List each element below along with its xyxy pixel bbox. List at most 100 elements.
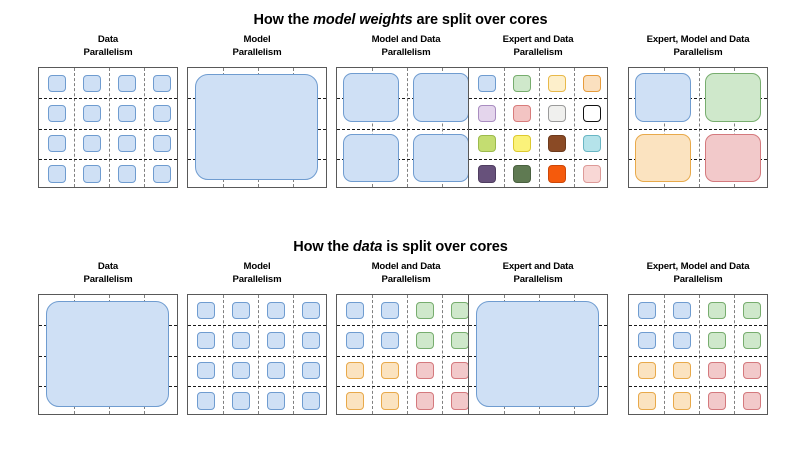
core-block-small xyxy=(415,301,434,319)
core-block-small xyxy=(82,165,101,183)
core-block-layer xyxy=(188,295,326,414)
core-block-expert xyxy=(477,74,496,92)
core-grid xyxy=(187,67,327,188)
core-block-small xyxy=(345,301,364,319)
panel-title: Expert and Data Parallelism xyxy=(502,34,574,58)
core-block-expert xyxy=(477,135,496,153)
section-model-weights: How the model weights are split over cor… xyxy=(0,0,801,214)
section-title-model-weights: How the model weights are split over cor… xyxy=(0,0,801,28)
section-title-suffix: is split over cores xyxy=(382,239,508,255)
core-block-expert xyxy=(512,104,531,122)
core-block-expert xyxy=(547,74,566,92)
panel-data-3: Expert and Data Parallelism xyxy=(468,261,608,415)
core-block-full xyxy=(46,301,170,408)
core-grid xyxy=(468,67,608,188)
panel-data-2: Model and Data Parallelism xyxy=(336,261,476,415)
core-grid xyxy=(628,67,768,188)
core-block-small xyxy=(196,301,215,319)
panel-title: Data Parallelism xyxy=(83,34,133,58)
core-block-small xyxy=(707,301,726,319)
core-block-expert xyxy=(582,165,601,183)
panel-model-weights-0: Data Parallelism xyxy=(38,34,178,188)
core-block-small xyxy=(266,362,285,380)
core-block-small xyxy=(450,301,469,319)
panel-title: Expert, Model and Data Parallelism xyxy=(646,261,750,285)
core-block-small xyxy=(637,331,656,349)
core-block-small xyxy=(742,392,761,410)
core-block-expert xyxy=(547,104,566,122)
core-block-expert xyxy=(512,135,531,153)
core-block-small xyxy=(117,74,136,92)
core-grid xyxy=(38,294,178,415)
core-block-full xyxy=(476,301,600,408)
core-block-small xyxy=(415,362,434,380)
core-block-layer xyxy=(629,295,767,414)
core-block-small xyxy=(637,362,656,380)
core-block-small xyxy=(117,165,136,183)
core-block-layer xyxy=(39,68,177,187)
core-block-expert xyxy=(477,104,496,122)
core-block-layer xyxy=(469,68,607,187)
core-grid xyxy=(336,67,476,188)
panel-title: Data Parallelism xyxy=(83,261,133,285)
section-title-emphasis: data xyxy=(352,239,383,255)
core-block-small xyxy=(82,104,101,122)
core-block-small xyxy=(266,392,285,410)
panel-row-model-weights: Data Parallelism Model Parallelism Model a… xyxy=(0,34,801,214)
core-block-small xyxy=(707,392,726,410)
core-block-quadrant xyxy=(635,73,691,122)
core-block-small xyxy=(415,331,434,349)
panel-model-weights-4: Expert, Model and Data Parallelism xyxy=(628,34,768,188)
core-block-small xyxy=(196,331,215,349)
core-block-quadrant xyxy=(705,133,761,182)
core-block-small xyxy=(450,362,469,380)
core-block-small xyxy=(82,74,101,92)
core-grid xyxy=(336,294,476,415)
core-block-small xyxy=(380,362,399,380)
core-block-small xyxy=(672,301,691,319)
core-block-small xyxy=(152,135,171,153)
core-grid xyxy=(468,294,608,415)
core-block-small xyxy=(380,301,399,319)
core-block-quadrant xyxy=(635,133,691,182)
core-block-layer xyxy=(469,295,607,414)
core-block-expert xyxy=(582,104,601,122)
core-grid xyxy=(187,294,327,415)
core-block-small xyxy=(345,392,364,410)
core-block-quadrant xyxy=(343,73,399,122)
core-grid xyxy=(628,294,768,415)
panel-title: Model and Data Parallelism xyxy=(371,34,441,58)
core-block-small xyxy=(231,331,250,349)
core-block-small xyxy=(117,135,136,153)
section-title-suffix: are split over cores xyxy=(412,12,548,28)
panel-data-4: Expert, Model and Data Parallelism xyxy=(628,261,768,415)
core-block-small xyxy=(380,331,399,349)
core-block-small xyxy=(301,331,320,349)
core-block-small xyxy=(742,362,761,380)
core-block-small xyxy=(266,331,285,349)
panel-title: Model Parallelism xyxy=(232,34,282,58)
core-block-quadrant xyxy=(413,73,469,122)
core-block-expert xyxy=(582,74,601,92)
core-block-small xyxy=(707,331,726,349)
panel-title: Model and Data Parallelism xyxy=(371,261,441,285)
core-block-small xyxy=(301,392,320,410)
core-block-small xyxy=(637,392,656,410)
panel-title: Expert and Data Parallelism xyxy=(502,261,574,285)
section-title-prefix: How the xyxy=(293,239,353,255)
core-block-layer xyxy=(337,68,475,187)
core-block-small xyxy=(152,74,171,92)
core-block-small xyxy=(672,331,691,349)
core-block-small xyxy=(152,165,171,183)
panel-title: Expert, Model and Data Parallelism xyxy=(646,34,750,58)
core-block-expert xyxy=(547,165,566,183)
core-block-small xyxy=(637,301,656,319)
core-block-small xyxy=(47,74,66,92)
section-title-data: How the data is split over cores xyxy=(0,227,801,255)
core-block-small xyxy=(672,392,691,410)
core-block-small xyxy=(742,331,761,349)
core-block-expert xyxy=(477,165,496,183)
core-block-small xyxy=(450,331,469,349)
